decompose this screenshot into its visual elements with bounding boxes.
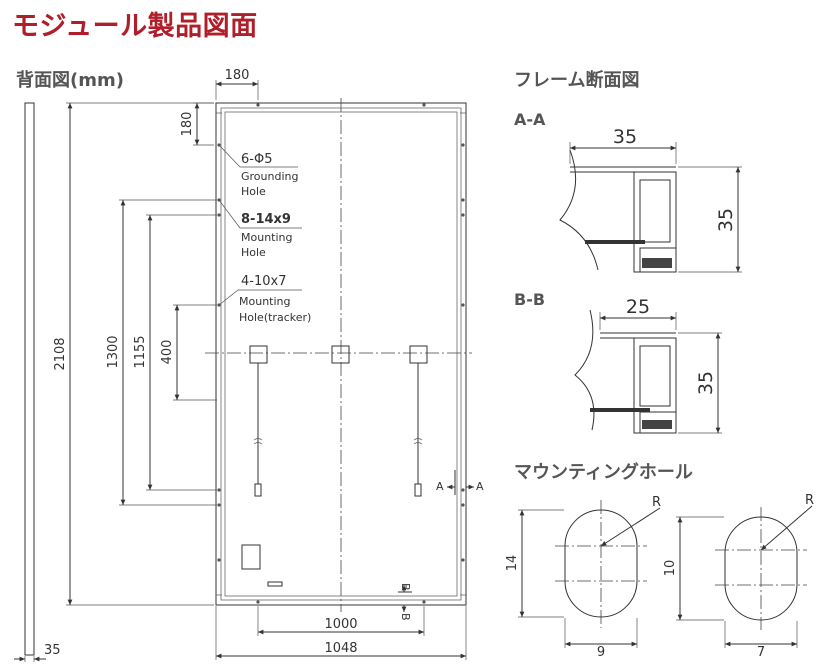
page-title: モジュール製品図面 [12,11,258,42]
junction-boxes [249,345,428,364]
section-bb-profile [574,309,677,434]
hole1-radius: R [652,495,661,510]
section-aa-width: 35 [613,126,637,148]
note-tracker-line1: Mounting [239,295,291,308]
hole2-height: 10 [663,560,678,577]
note-grounding-line2: Hole [241,185,266,198]
cables [253,363,423,497]
section-aa-label: A-A [514,110,546,129]
mounting-holes-heading: マウンティングホール [514,461,693,483]
side-profile [24,102,35,656]
frame-section-heading: フレーム断面図 [514,69,639,91]
note-tracker-line2: Hole(tracker) [239,311,311,324]
back-view-heading: 背面図(mm) [16,69,124,91]
nameplate [241,544,261,570]
hole2-radius: R [805,493,814,508]
dim-thickness-35: 35 [44,643,61,658]
hole-14x9: R 14 9 [505,495,661,660]
dim-side-180: 180 [180,112,195,137]
dim-400: 400 [160,340,175,365]
hole-10x7: R 10 7 [663,493,814,660]
connector-left [254,483,262,497]
note-mounting-spec: 8-14x9 [241,212,291,227]
dim-1300: 1300 [106,335,121,368]
marker-b-bottom: B [399,613,412,621]
back-view: 背面図(mm) [14,68,484,662]
section-bb-label: B-B [514,290,545,309]
connector-right [414,483,422,497]
dim-height-2108: 2108 [53,337,68,370]
dim-width-1000: 1000 [324,617,357,632]
hole1-width: 9 [597,645,605,660]
note-mounting-line1: Mounting [241,231,293,244]
section-bb-height: 35 [695,371,717,395]
dim-top-180: 180 [225,68,250,83]
note-grounding-line1: Grounding [241,170,298,183]
marker-a-right: A [476,480,484,493]
section-aa-height: 35 [715,208,737,232]
hole1-height: 14 [505,555,520,572]
hole2-width: 7 [757,645,765,660]
note-tracker-spec: 4-10x7 [241,274,286,289]
dim-width-1048: 1048 [324,641,357,656]
mounting-holes: マウンティングホール R 14 9 R [505,461,814,660]
note-grounding-spec: 6-Φ5 [241,152,272,167]
dim-1155: 1155 [133,335,148,368]
marker-b-top: B [399,583,412,591]
section-bb-width: 25 [626,296,650,318]
small-label [267,581,283,587]
section-aa-profile [559,149,677,273]
frame-section: フレーム断面図 A-A 35 35 B-B [514,69,742,434]
note-mounting-line2: Hole [241,246,266,259]
marker-a-left: A [436,480,444,493]
